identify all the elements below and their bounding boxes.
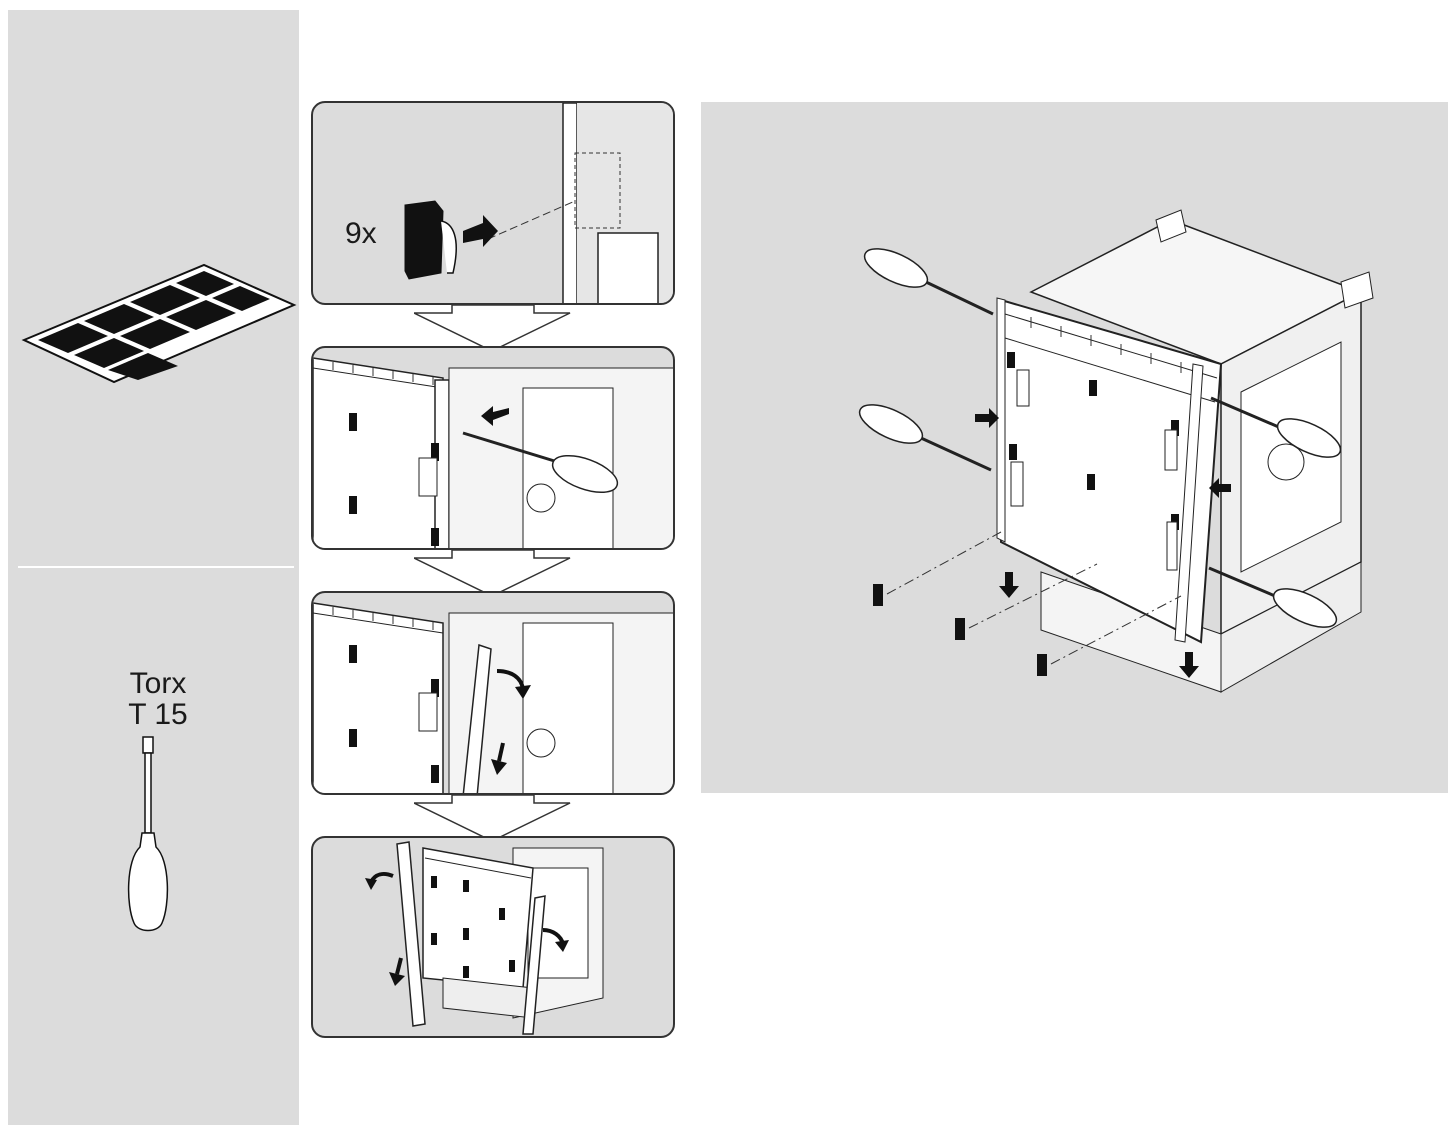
main-figure-panel — [701, 102, 1448, 793]
tool-name: Torx — [129, 667, 187, 700]
sidebar-divider — [18, 566, 294, 568]
step-2-panel — [311, 346, 675, 550]
tools-sidebar: Torx T 15 — [8, 10, 299, 1125]
remove-side-strip-icon — [313, 602, 673, 793]
step-3-panel — [311, 591, 675, 795]
step-4-panel — [311, 836, 675, 1038]
felt-pad-insert-icon — [404, 103, 673, 303]
down-arrow-icon — [414, 305, 571, 352]
unscrew-side-strip-icon — [313, 357, 673, 548]
remove-both-strips-icon — [365, 841, 604, 1035]
down-arrow-icon — [414, 795, 571, 842]
tool-label: Torx T 15 — [108, 668, 208, 730]
down-arrow-icon — [414, 550, 571, 597]
step-1-panel: 9x — [311, 101, 675, 305]
appliance-door-overview-icon — [858, 209, 1374, 693]
torx-screwdriver-icon — [127, 736, 169, 932]
felt-pads-sheet-icon — [21, 263, 297, 384]
quantity-label: 9x — [345, 217, 377, 250]
tool-size: T 15 — [128, 698, 188, 731]
